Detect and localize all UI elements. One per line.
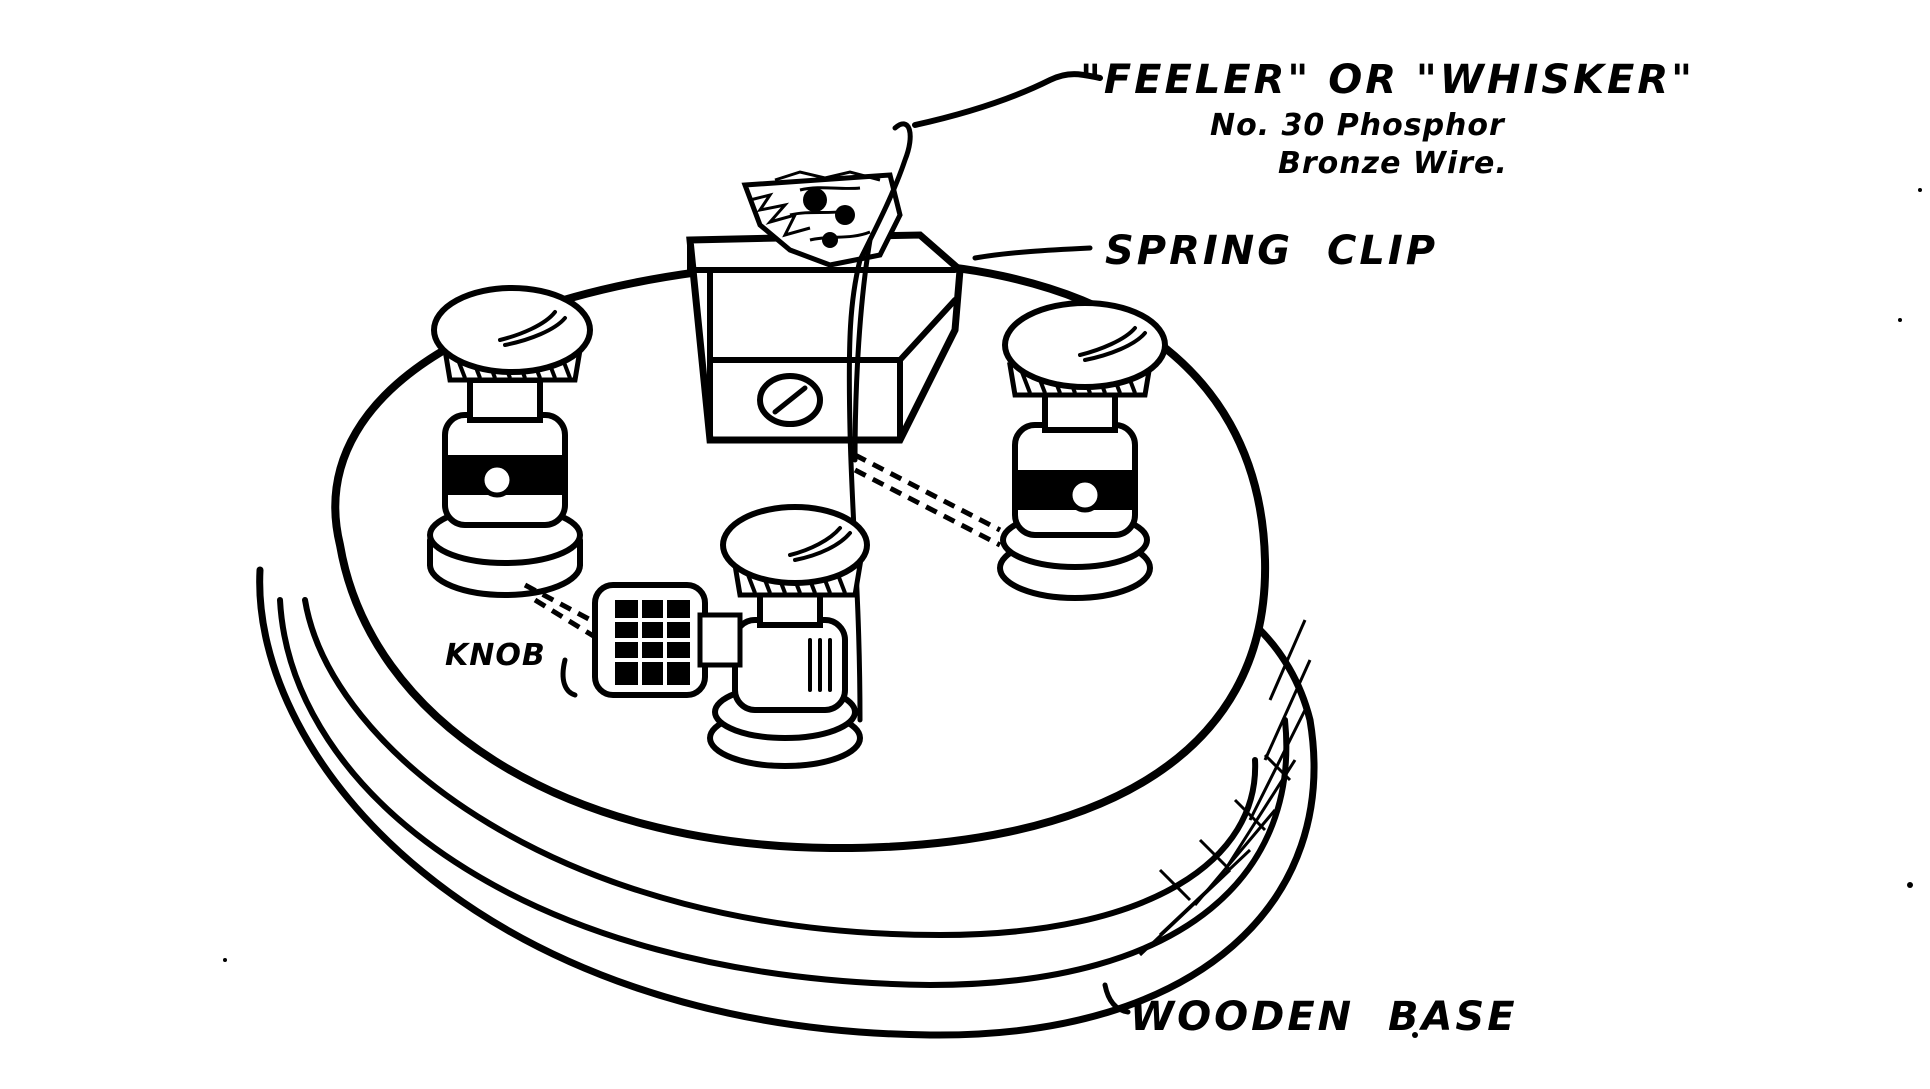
label-knob: KNOB (445, 638, 546, 673)
label-wire-line1: No. 30 Phosphor (1210, 108, 1506, 143)
leader-lines (560, 245, 1131, 1015)
labels: "FEELER" OR "WHISKER" No. 30 Phosphor Br… (445, 57, 1695, 1040)
stray-marks (223, 188, 1922, 1038)
center-post (707, 504, 870, 769)
base-hatching (1138, 619, 1312, 957)
adjusting-knob (592, 582, 743, 698)
spring-clip (686, 231, 964, 444)
label-wire-line2: Bronze Wire. (1278, 146, 1508, 181)
dashed-wires (523, 452, 1002, 643)
label-feeler-whisker: "FEELER" OR "WHISKER" (1080, 57, 1695, 103)
label-wooden-base: WOODEN BASE (1130, 994, 1518, 1040)
crystal (741, 170, 903, 268)
label-spring-clip: SPRING CLIP (1105, 228, 1438, 274)
binding-post-right (997, 300, 1168, 601)
binding-post-left (427, 285, 593, 598)
